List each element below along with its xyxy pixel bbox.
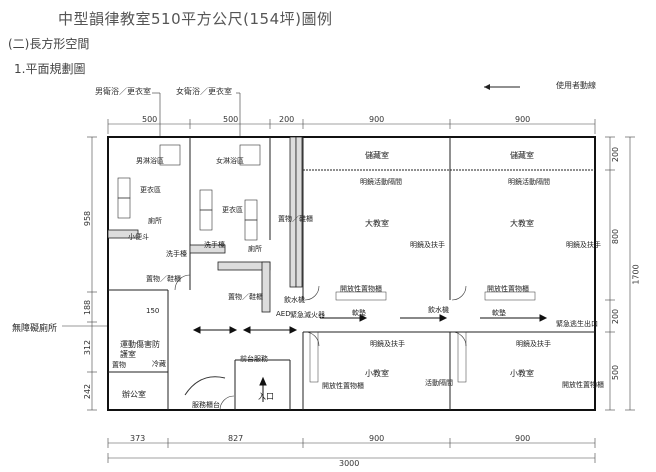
toilet-right-label: 廁所 — [248, 245, 262, 253]
circulation-arrows — [192, 314, 548, 402]
page-title: 中型韻律教室510平方公尺(154坪)圖例 — [58, 10, 333, 28]
female-shower-label: 女淋浴區 — [216, 157, 244, 165]
small-classroom-right: 小教室 — [510, 369, 534, 378]
total-width-dim: 3000 — [339, 459, 360, 468]
mirror-handrail-r1: 明鏡及扶手 — [566, 241, 601, 249]
health-room: 運動傷害防護室 — [120, 340, 160, 359]
top-dim-2: 500 — [223, 115, 239, 124]
movable-partition-label: 活動隔間 — [425, 379, 453, 387]
hatched-walls — [107, 136, 303, 313]
female-restroom-callout: 女衛浴／更衣室 — [176, 87, 232, 96]
accessible-area-label: 150 — [146, 307, 160, 315]
shoe-cabinet-left: 置物／鞋櫃 — [146, 275, 181, 283]
circulation-legend-label: 使用者動線 — [556, 81, 596, 90]
open-shelves — [309, 291, 536, 383]
right-total-dim: 1700 — [631, 264, 641, 285]
open-shelf-small-right: 開放性置物櫃 — [562, 381, 604, 389]
mirror-handrail-l1: 明鏡及扶手 — [410, 241, 445, 249]
section-heading: (二)長方形空間 — [8, 37, 90, 51]
toilet-left-label: 廁所 — [148, 217, 162, 225]
right-dim-4: 500 — [611, 364, 621, 381]
front-reception-label: 前台服務 — [240, 355, 268, 363]
small-storage-label: 置物 — [112, 361, 126, 369]
bottom-dim-3: 900 — [369, 434, 385, 443]
entrance-label: 入口 — [258, 392, 274, 401]
small-classroom-left: 小教室 — [365, 369, 389, 378]
top-dimension-line — [107, 119, 596, 134]
mat-right-label: 軟墊 — [492, 309, 506, 317]
mirror-handrail-r2: 明鏡及扶手 — [516, 340, 551, 348]
storage-partition-left: 明鏡活動隔間 — [360, 178, 402, 186]
bottom-dim-2: 827 — [228, 434, 244, 443]
storage-partition-right: 明鏡活動隔間 — [508, 178, 550, 186]
left-dimension-line — [87, 136, 97, 411]
service-counter-label: 服務櫃台 — [192, 401, 220, 409]
left-dim-4: 242 — [83, 383, 93, 400]
right-dim-3: 200 — [611, 308, 621, 325]
cold-room-label: 冷藏 — [152, 360, 166, 368]
front-counter — [184, 376, 226, 396]
office-room: 辦公室 — [122, 390, 146, 399]
top-dim-4: 900 — [369, 115, 385, 124]
water-fountain-right: 飲水機 — [428, 306, 449, 314]
right-dim-1: 200 — [611, 146, 621, 163]
left-dim-3: 312 — [83, 339, 93, 356]
top-dim-3: 200 — [279, 115, 295, 124]
right-dim-2: 800 — [611, 228, 621, 245]
bottom-dim-1: 373 — [130, 434, 146, 443]
large-classroom-left: 大教室 — [365, 219, 389, 228]
open-shelf-large-left: 開放性置物櫃 — [340, 285, 382, 293]
sink-left-label: 洗手檯 — [166, 250, 187, 258]
storage-room-left: 儲藏室 — [365, 151, 389, 160]
water-fountain-left: 飲水機 — [284, 296, 305, 304]
bottom-dim-4: 900 — [515, 434, 531, 443]
open-shelf-large-right: 開放性置物櫃 — [487, 285, 529, 293]
top-dim-5: 900 — [515, 115, 531, 124]
aed-label: AED — [276, 310, 291, 318]
arrow-left-icon — [484, 84, 520, 90]
changing-left-label: 更衣區 — [140, 186, 161, 194]
shoe-cabinet-right: 置物／鞋櫃 — [278, 215, 313, 223]
right-dimension-line — [605, 136, 635, 411]
outer-walls — [107, 136, 596, 411]
doors — [174, 274, 467, 411]
toilet-stalls — [117, 144, 261, 241]
open-shelf-small-left: 開放性置物櫃 — [322, 382, 364, 390]
left-dim-1: 958 — [83, 210, 93, 227]
male-shower-label: 男淋浴區 — [136, 157, 164, 165]
large-classroom-right: 大教室 — [510, 219, 534, 228]
bottom-dimension-line — [107, 438, 596, 463]
mirror-handrail-l2: 明鏡及扶手 — [370, 340, 405, 348]
urinal-label: 小便斗 — [128, 233, 149, 241]
storage-room-right: 儲藏室 — [510, 151, 534, 160]
partitions — [108, 137, 595, 410]
left-dim-2: 188 — [83, 299, 93, 316]
sink-right-label: 洗手檯 — [204, 241, 225, 249]
fire-equipment-label: 緊急滅火器 — [290, 311, 325, 319]
emergency-exit-label: 緊急逃生出口 — [556, 320, 598, 328]
changing-right-label: 更衣區 — [222, 206, 243, 214]
shoe-cabinet-mid: 置物／鞋櫃 — [228, 293, 263, 301]
male-restroom-callout: 男衛浴／更衣室 — [95, 87, 151, 96]
accessible-toilet-callout: 無障礙廁所 — [12, 324, 58, 334]
top-dim-1: 500 — [142, 115, 158, 124]
mat-left-label: 軟墊 — [352, 309, 366, 317]
subsection-heading: 1.平面規劃圖 — [14, 62, 86, 76]
